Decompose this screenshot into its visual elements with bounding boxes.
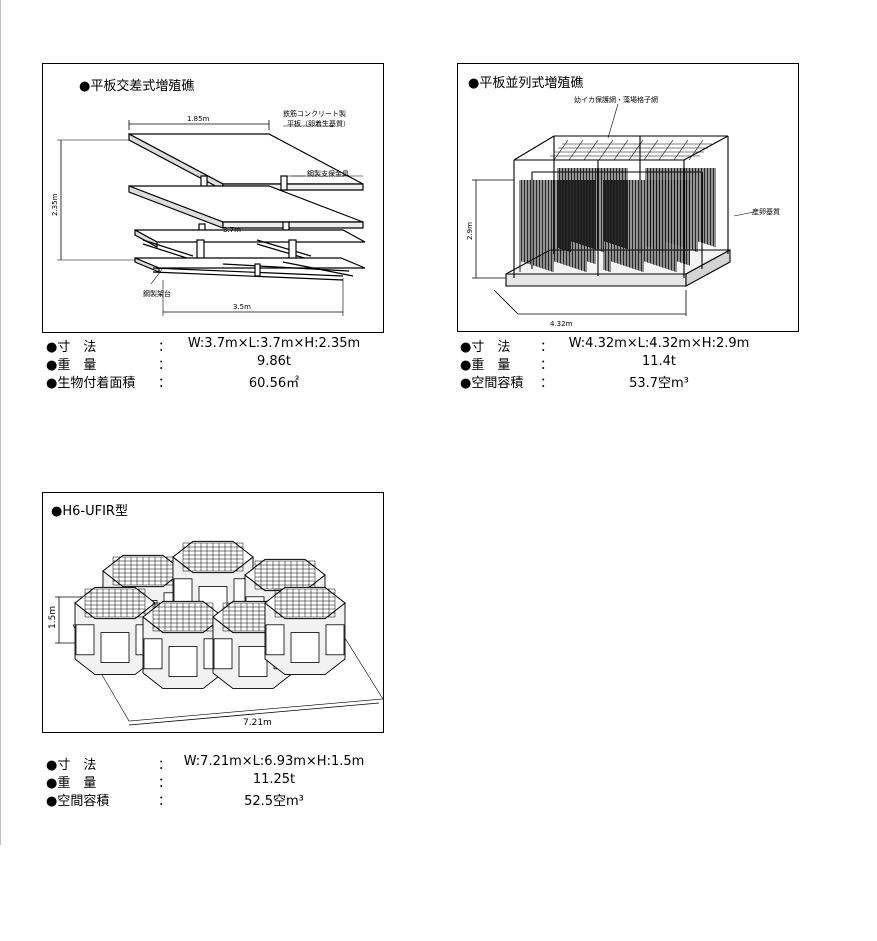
spec-label: ●生物付着面積 [46,376,136,391]
hex-module-window [325,624,345,656]
spec-label: ●空間容積 [46,794,110,809]
spawning-curtains [519,168,716,272]
spec-row-weight: ●重 量 ： 9.86t [46,354,386,373]
label-bracket: 鋼製支保金具 [307,169,349,178]
panel-title: ●平板交差式増殖礁 [79,79,195,94]
hex-module-window [75,624,95,656]
spec-colon: ： [158,376,172,391]
spec-value: 60.56㎡ [248,376,300,391]
panel-plate-cross-reef: ●平板交差式増殖礁 [42,63,384,333]
label-top-net: 幼イカ保護網・藻場格子網 [574,95,658,104]
spec-label: ●寸 法 [460,340,511,355]
spec-value: 11.4t [641,354,677,369]
spec-row-dimensions: ●寸 法 ： W:3.7m×L:3.7m×H:2.35m [46,336,386,355]
hex-module-window [143,638,163,670]
spec-colon: ： [158,758,172,773]
spec-row-surface-area: ●生物付着面積 ： 60.56㎡ [46,372,386,391]
label-height: 2.9m [466,222,474,240]
h6-ufir-reef-illustration: 1.5m 7.21m [48,540,383,728]
spec-value: W:7.21m×L:6.93m×H:1.5m [183,754,365,769]
label-bottom-width: 3.5m [233,303,251,311]
spec-row-dimensions: ●寸 法 ： W:4.32m×L:4.32m×H:2.9m [460,336,820,355]
spec-value: 9.86t [256,354,292,369]
hex-module-window [168,646,198,677]
spec-label: ●重 量 [460,358,511,373]
hex-module-window [213,638,233,670]
label-material: 鉄筋コンクリート製 [283,109,346,118]
panel-title: ●平板並列式増殖礁 [468,76,584,91]
spec-value: 11.25t [252,772,296,787]
hex-module-window [265,624,285,656]
page-left-border [0,0,1,845]
hex-modules [74,540,346,690]
spec-label: ●空間容積 [460,376,524,391]
label-height: 2.35m [51,193,59,216]
spec-row-dimensions: ●寸 法 ： W:7.21m×L:6.93m×H:1.5m [46,754,386,773]
spec-value: W:4.32m×L:4.32m×H:2.9m [568,336,750,351]
spec-colon: ： [540,376,554,391]
label-plate: 平板（卵着生基質） [287,119,350,128]
label-width: 7.21m [243,718,272,728]
spec-colon: ： [540,358,554,373]
spec-colon: ： [158,358,172,373]
spec-value: W:3.7m×L:3.7m×H:2.35m [187,336,361,351]
spec-label: ●重 量 [46,358,97,373]
spec-row-volume: ●空間容積 ： 53.7空m³ [460,372,820,391]
spec-row-weight: ●重 量 ： 11.4t [460,354,820,373]
panel-h6-ufir-reef: ●H6-UFIR型 1.5m 7.21m [42,492,384,733]
hex-module-window [100,632,130,663]
spec-label: ●重 量 [46,776,97,791]
spec-value: 52.5空m³ [244,794,304,809]
plate-cross-reef-illustration: 1.85m 鉄筋コンクリート製 平板（卵着生基質） 鋼製支保金具 2.35m 3… [51,109,366,316]
spec-row-volume: ●空間容積 ： 52.5空m³ [46,790,386,809]
label-top-width: 1.85m [187,115,210,123]
label-frame: 鋼製架台 [143,289,171,298]
label-height: 1.5m [48,606,58,629]
hex-module-window [290,632,320,663]
spec-row-weight: ●重 量 ： 11.25t [46,772,386,791]
label-mid-width: 3.7m [223,226,241,234]
spec-label: ●寸 法 [46,340,97,355]
label-width: 4.32m [550,320,573,328]
panel-title: ●H6-UFIR型 [51,504,128,519]
plate-parallel-reef-illustration: 幼イカ保護網・藻場格子網 2.9m 産卵基質 4.32m [466,95,780,328]
spec-value: 53.7空m³ [629,376,689,391]
spec-colon: ： [158,776,172,791]
hex-module-window [238,646,268,677]
spec-label: ●寸 法 [46,758,97,773]
spec-colon: ： [158,794,172,809]
label-base: 産卵基質 [752,207,780,216]
spec-colon: ： [540,340,554,355]
spec-colon: ： [158,340,172,355]
panel-plate-parallel-reef: ●平板並列式増殖礁 [457,63,799,332]
